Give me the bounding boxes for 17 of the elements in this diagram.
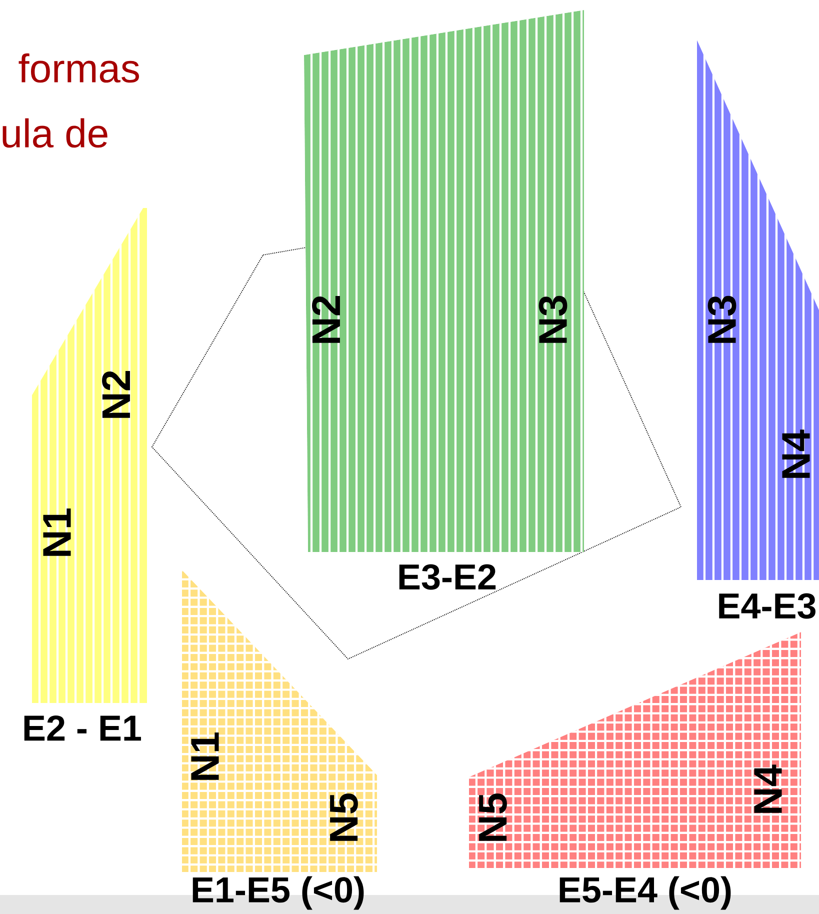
heading-text: formas <box>18 53 139 83</box>
shape-caption: E1-E5 (<0) <box>192 876 364 910</box>
vertex-label: N3 <box>708 296 736 343</box>
vertex-label: N1 <box>191 732 219 780</box>
shape-caption: E4-E3 <box>719 593 816 619</box>
vertex-label: N5 <box>479 794 507 841</box>
shape-caption: E2 - E1 <box>24 715 141 741</box>
shape-caption: E3-E2 <box>399 564 496 590</box>
vertex-label: N2 <box>102 371 130 418</box>
vertex-label: N4 <box>754 764 782 813</box>
shape-caption: E5-E4 (<0) <box>560 876 731 910</box>
vertex-label: N5 <box>330 794 358 841</box>
vertex-label: N1 <box>43 508 71 556</box>
vertex-label: N2 <box>312 296 340 343</box>
heading-text: ula de <box>2 118 108 148</box>
vertex-label: N3 <box>538 296 568 343</box>
vertex-label: N4 <box>782 430 810 478</box>
